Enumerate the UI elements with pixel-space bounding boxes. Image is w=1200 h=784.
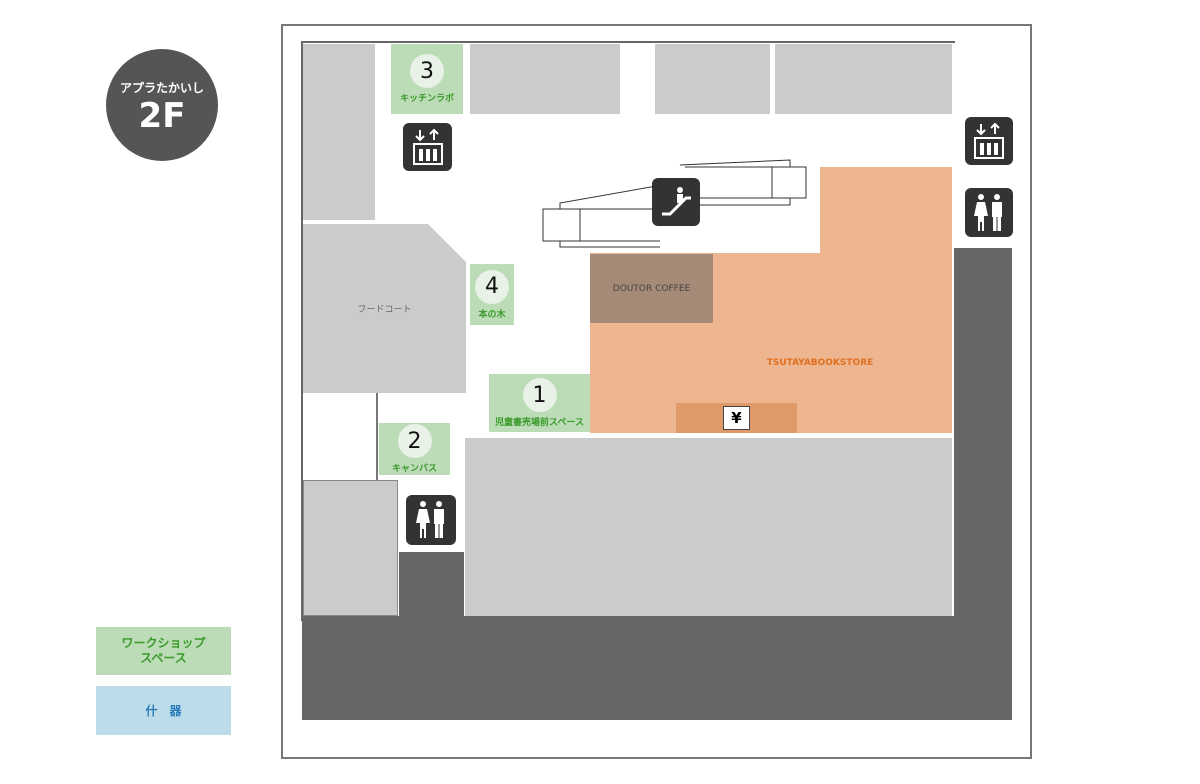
doutor-coffee: DOUTOR COFFEE	[590, 254, 713, 323]
yen-icon: ¥	[723, 406, 750, 430]
workshop-space-3[interactable]: 3 キッチンラボ	[391, 44, 463, 114]
food-court-label: フードコート	[357, 305, 412, 315]
space-number: 3	[410, 54, 444, 88]
legend-workshop: ワークショップ スペース	[96, 627, 231, 675]
escalator	[542, 159, 807, 248]
floor-label: 2F	[138, 96, 186, 136]
legend-workshop-label: ワークショップ スペース	[121, 636, 206, 665]
space-number: 4	[475, 269, 509, 304]
space-label: キッチンラボ	[399, 94, 454, 104]
space-number: 1	[522, 378, 557, 412]
back-area	[399, 552, 464, 616]
back-area	[302, 616, 1012, 720]
shop-block	[303, 44, 375, 220]
floor-badge: アプラたかいし 2F	[106, 49, 218, 161]
building-outline	[301, 41, 955, 43]
restroom-icon	[965, 188, 1013, 237]
building-name: アプラたかいし	[119, 81, 204, 95]
space-label: キャンバス	[391, 464, 437, 474]
shop-block	[303, 480, 398, 616]
workshop-space-4[interactable]: 4 本の木	[470, 264, 514, 325]
shop-block	[775, 44, 952, 114]
shop-block	[465, 438, 952, 616]
escalator-icon	[652, 178, 700, 226]
elevator-icon	[965, 117, 1013, 165]
map-frame	[281, 24, 1032, 759]
doutor-label: DOUTOR COFFEE	[612, 283, 691, 294]
space-label: 本の木	[478, 309, 506, 320]
restroom-icon	[406, 495, 456, 545]
elevator-icon	[403, 123, 452, 171]
workshop-space-1[interactable]: 1 児童書売場前スペース	[489, 374, 590, 432]
wall-line	[376, 393, 378, 481]
food-court: フードコート	[303, 224, 466, 393]
shop-block	[655, 44, 770, 114]
building-outline-left	[301, 41, 303, 621]
legend-fixtures: 什 器	[96, 686, 231, 735]
space-label: 児童書売場前スペース	[495, 418, 584, 428]
tsutaya-label: TSUTAYABOOKSTORE	[766, 358, 874, 368]
workshop-space-2[interactable]: 2 キャンバス	[379, 423, 450, 475]
space-number: 2	[397, 424, 432, 458]
legend-fixtures-label: 什 器	[145, 704, 182, 718]
shop-block	[470, 44, 620, 114]
